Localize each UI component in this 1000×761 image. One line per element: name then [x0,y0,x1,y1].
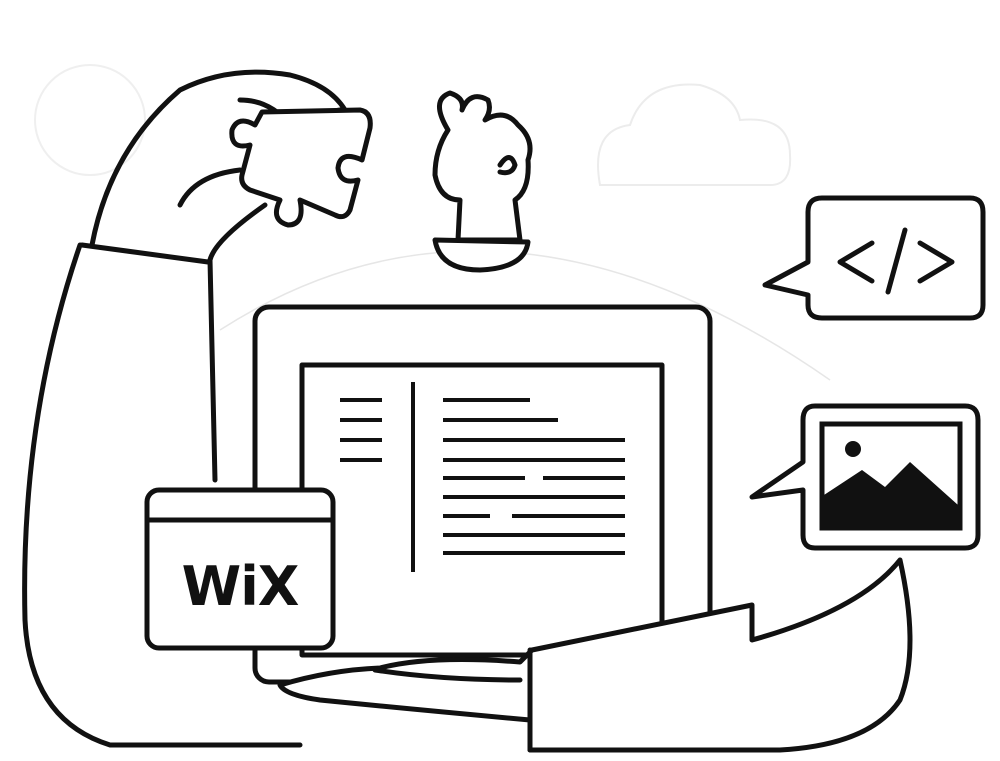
content-lines [443,398,625,555]
puzzle-piece-icon [229,107,373,228]
person-head [432,90,533,273]
code-bubble-icon [762,195,986,321]
wix-logo: WiX [182,555,299,618]
monitor [252,304,713,685]
right-arm [277,557,913,753]
image-bubble-icon [749,403,981,551]
gear-icon [34,64,146,176]
cloud-icon [597,83,792,186]
left-arm [22,69,348,748]
wix-logo-card: WiX [144,487,336,651]
sidebar-lines [340,398,382,462]
